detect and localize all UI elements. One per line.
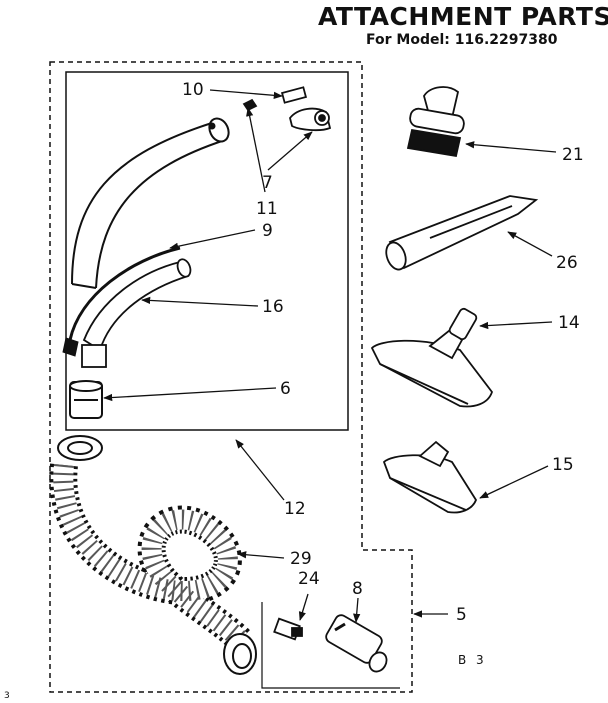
electric-wire-9 (68, 246, 181, 341)
part-label-9: 9 (262, 221, 273, 241)
leader-lines (103, 89, 557, 623)
part-label-6: 6 (280, 379, 291, 399)
part-label-7: 7 (262, 173, 273, 193)
assembly-outline-5 (49, 61, 413, 693)
part-label-12: 12 (284, 499, 306, 519)
part-labels: 10 11 7 9 16 6 12 29 24 8 5 21 26 14 15 … (4, 80, 584, 701)
part-label-24: 24 (298, 569, 320, 589)
part-label-14: 14 (558, 313, 580, 333)
part-label-16: 16 (262, 297, 284, 317)
pivot-tube-16 (81, 258, 192, 368)
latch-parts (242, 86, 332, 132)
part-label-10: 10 (182, 80, 204, 100)
dusting-brush-21 (406, 86, 465, 158)
part-label-15: 15 (552, 455, 574, 475)
part-label-26: 26 (556, 253, 578, 273)
floor-tool-14 (370, 307, 494, 408)
figure-code: B 3 (458, 653, 487, 667)
plug-8 (325, 614, 388, 673)
part-label-11: 11 (256, 199, 278, 219)
part-label-21: 21 (562, 145, 584, 165)
assembly-outline-lower (261, 602, 400, 689)
part-label-29: 29 (290, 549, 312, 569)
switch-24 (273, 617, 303, 641)
hose-29 (49, 435, 257, 675)
model-subtitle: For Model: 116.2297380 (366, 32, 558, 48)
swivel-6 (69, 380, 103, 419)
edge-mark: 3 (4, 691, 13, 701)
crevice-tool-26 (385, 195, 539, 271)
assembly-outline-12 (65, 71, 349, 431)
handle-wand (71, 117, 230, 289)
page-title: ATTACHMENT PARTS (318, 2, 608, 31)
part-label-5: 5 (456, 605, 467, 625)
part-label-8: 8 (352, 579, 363, 599)
upholstery-tool-15 (382, 440, 478, 514)
